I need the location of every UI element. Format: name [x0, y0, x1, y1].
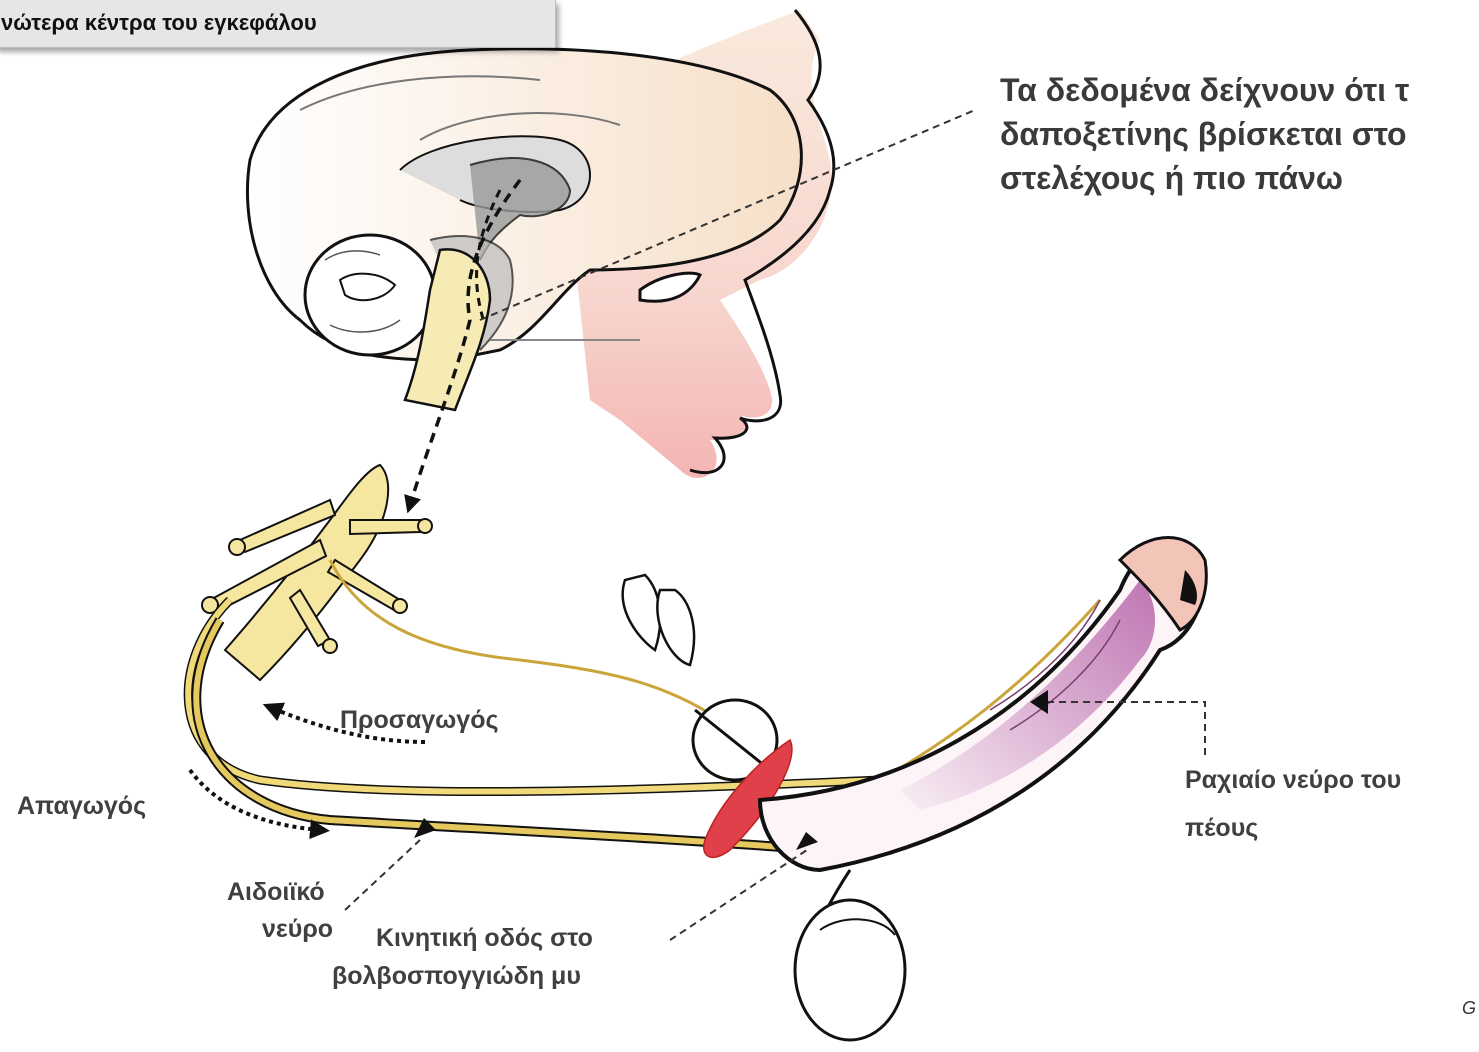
afferent-label: Προσαγωγός [340, 704, 498, 737]
page-title: νώτερα κέντρα του εγκεφάλου [1, 10, 317, 35]
brainstem-callout: Τα δεδομένα δείχνουν ότι τ δαποξετίνης β… [1000, 68, 1409, 200]
motor-pathway-label-line-1: Κινητική οδός στο [376, 922, 593, 955]
motor-pathway-label-line-2: βολβοσπογγιώδη μυ [332, 960, 581, 993]
dorsal-nerve-label-line-1: Ραχιαίο νεύρο του [1185, 764, 1401, 797]
callout-line-1: Τα δεδομένα δείχνουν ότι τ [1000, 68, 1409, 112]
penis-shaft [760, 538, 1206, 871]
testis [795, 870, 905, 1040]
sacral-plexus [202, 465, 432, 680]
callout-line-2: δαποξετίνης βρίσκεται στο [1000, 112, 1409, 156]
credit-text: G [1462, 998, 1476, 1019]
seminal-vesicles [623, 575, 694, 665]
efferent-label: Απαγωγός [17, 790, 146, 823]
dorsal-nerve-label-line-2: πέους [1185, 812, 1258, 845]
pudendal-label-line-2: νεύρο [262, 913, 333, 946]
pudendal-label-line-1: Αιδοιϊκό [227, 876, 325, 909]
callout-line-3: στελέχους ή πιο πάνω [1000, 156, 1409, 200]
title-banner: νώτερα κέντρα του εγκεφάλου [0, 0, 556, 48]
